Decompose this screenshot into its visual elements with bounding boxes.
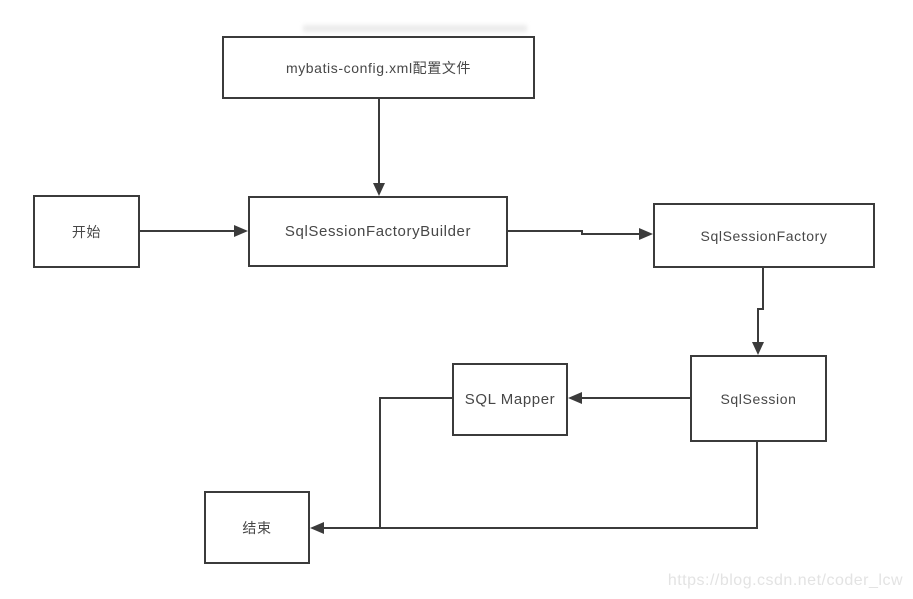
artifact-smudge — [303, 25, 527, 32]
node-sqlsession: SqlSession — [690, 355, 827, 442]
arrowhead-down-builder — [373, 183, 385, 196]
node-sqlsessionfactory: SqlSessionFactory — [653, 203, 875, 268]
arrowhead-right-builder — [234, 225, 248, 237]
edge-builder-to-factory — [508, 230, 640, 235]
arrowhead-down-session — [752, 342, 764, 355]
node-start: 开始 — [33, 195, 140, 268]
edge-session-to-end — [324, 442, 758, 529]
node-end: 结束 — [204, 491, 310, 564]
edge-factory-to-session — [757, 268, 764, 342]
arrowhead-left-end — [310, 522, 324, 534]
node-end-label: 结束 — [242, 519, 272, 536]
node-sqlsessionfactorybuilder-label: SqlSessionFactoryBuilder — [284, 223, 472, 240]
node-sqlsessionfactorybuilder: SqlSessionFactoryBuilder — [248, 196, 508, 267]
node-config-file: mybatis-config.xml配置文件 — [222, 36, 535, 99]
node-sql-mapper: SQL Mapper — [452, 363, 568, 436]
arrowhead-left-mapper — [568, 392, 582, 404]
arrowhead-right-factory — [639, 228, 653, 240]
node-sqlsessionfactory-label: SqlSessionFactory — [700, 227, 828, 244]
node-config-file-label: mybatis-config.xml配置文件 — [285, 59, 472, 76]
csdn-watermark: https://blog.csdn.net/coder_lcw — [667, 572, 903, 589]
node-sqlsession-label: SqlSession — [720, 390, 797, 407]
node-start-label: 开始 — [71, 223, 102, 240]
edge-mapper-join — [379, 397, 452, 529]
node-sql-mapper-label: SQL Mapper — [464, 391, 556, 408]
